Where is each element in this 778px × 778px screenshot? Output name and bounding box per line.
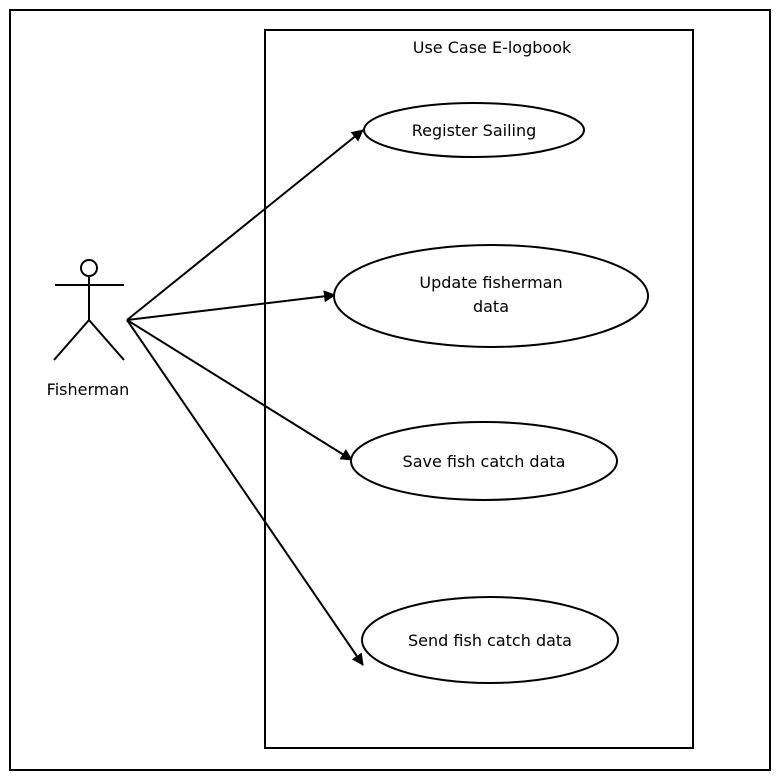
use-case-label-line-1: Update fisherman: [419, 273, 562, 292]
use-case-label: Send fish catch data: [408, 631, 572, 650]
actor-head: [80, 259, 98, 277]
actor-left-leg: [53, 319, 90, 361]
actor-fisherman: [53, 259, 125, 361]
use-case-ellipse: [350, 421, 618, 501]
use-case-save-fish-catch-data: Save fish catch data: [350, 421, 618, 501]
use-case-update-fisherman-data: Update fisherman data: [333, 244, 649, 348]
use-case-label: Register Sailing: [412, 121, 537, 140]
association-arrow-register-sailing: [126, 129, 364, 321]
use-case-ellipse: [361, 596, 619, 684]
use-case-ellipse: [333, 244, 649, 348]
use-case-label: Save fish catch data: [403, 452, 566, 471]
system-title: Use Case E-logbook: [413, 38, 572, 57]
associations: [126, 129, 364, 666]
use-case-label-line-2: data: [473, 297, 509, 316]
association-arrow-send-fish-catch-data: [126, 319, 364, 666]
actor-label: Fisherman: [47, 380, 130, 399]
use-case-register-sailing: Register Sailing: [363, 102, 585, 158]
association-arrow-update-fisherman-data: [126, 290, 336, 321]
use-case-send-fish-catch-data: Send fish catch data: [361, 596, 619, 684]
diagram-frame: [9, 9, 771, 771]
actor-right-leg: [88, 319, 125, 361]
system-boundary: [264, 29, 694, 749]
use-case-ellipse: [363, 102, 585, 158]
association-arrow-save-fish-catch-data: [126, 319, 353, 461]
